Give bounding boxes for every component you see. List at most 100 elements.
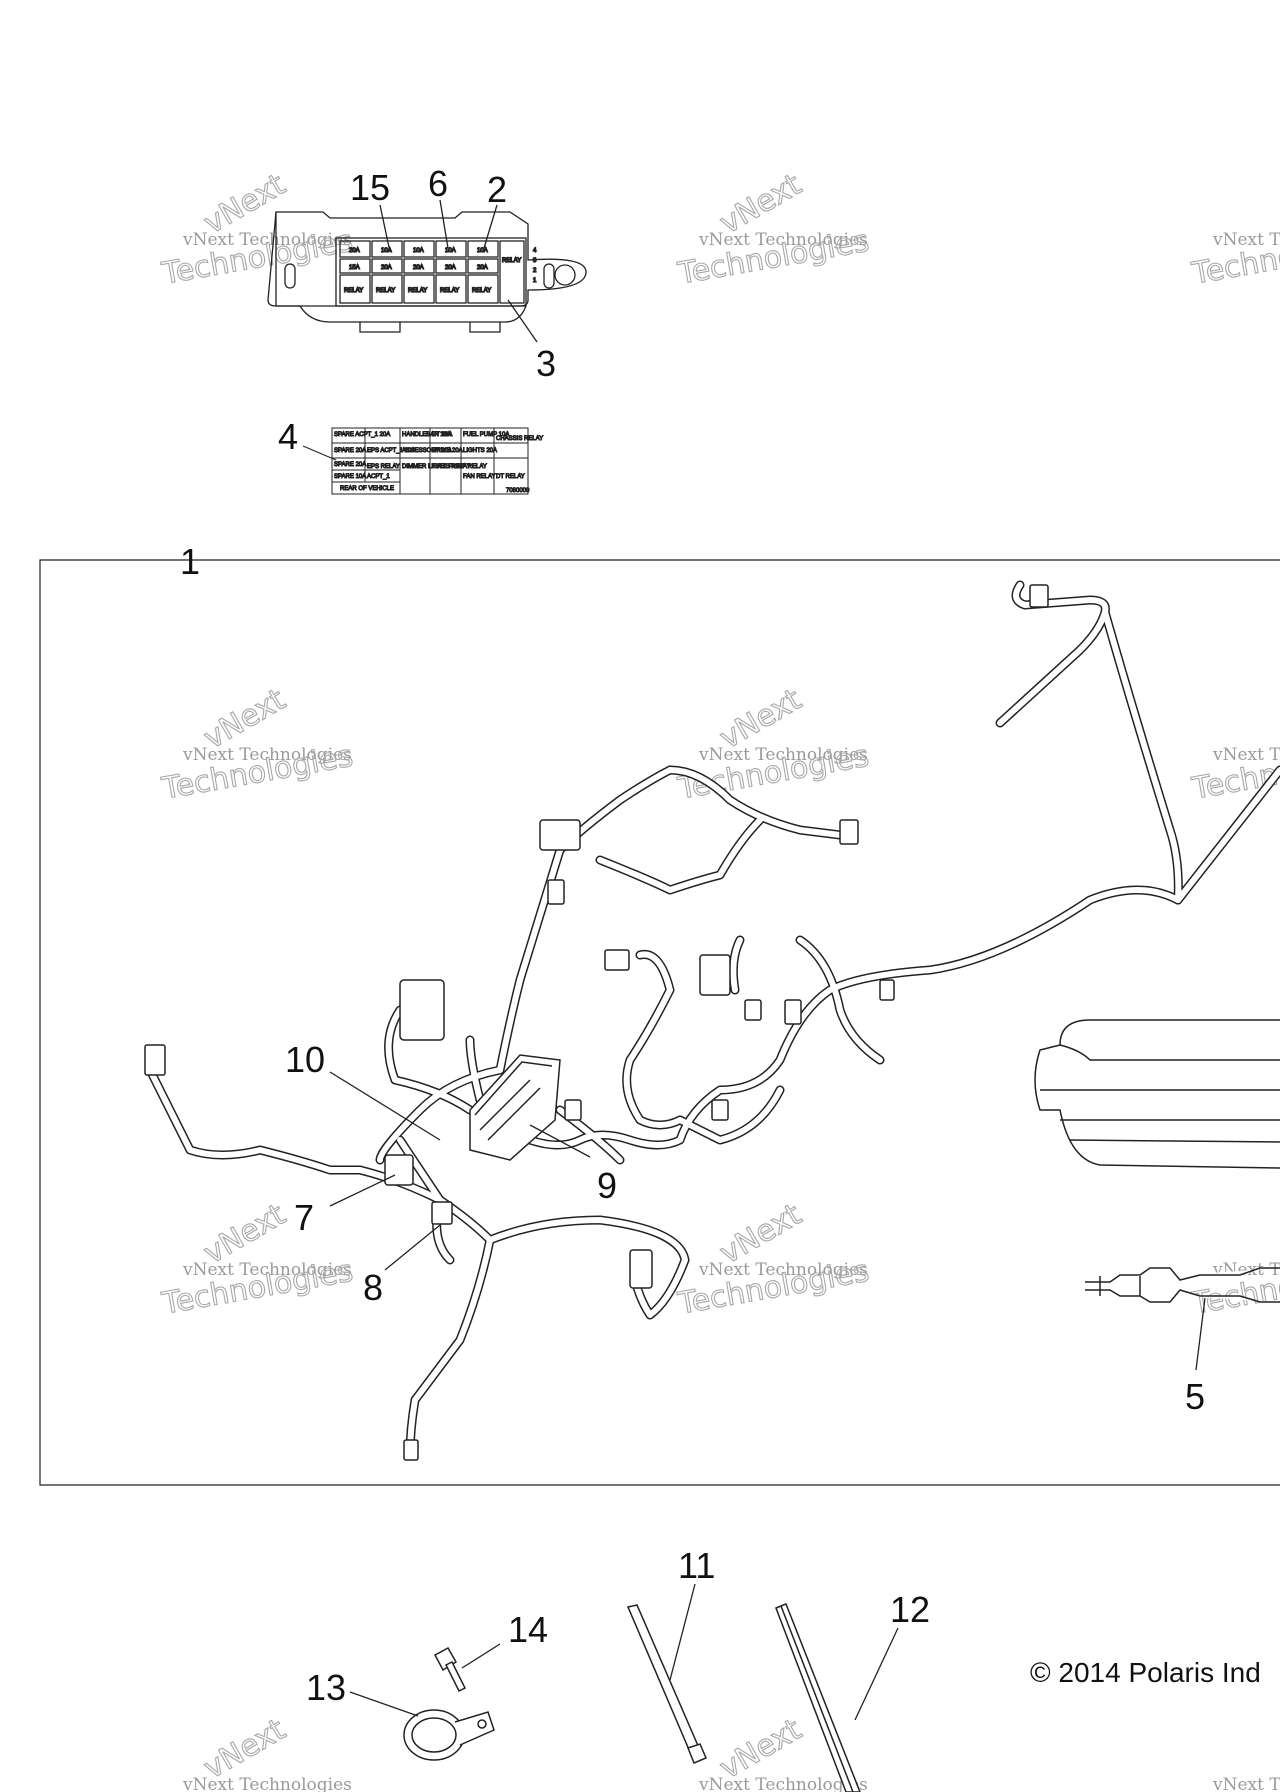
connector [384, 1154, 414, 1186]
screw-14 [433, 1646, 467, 1693]
relay-row: RELAY RELAY RELAY RELAY RELAY RELAY [339, 240, 525, 304]
fuse-box-bracket [275, 212, 527, 323]
leader-8 [384, 1224, 441, 1271]
fuse-box: 20A 10A 10A 10A 10A 15A 20A 20A 20A 20A … [267, 199, 587, 343]
svg-text:RELAY: RELAY [344, 288, 363, 294]
svg-text:LIGHTS 20A: LIGHTS 20A [463, 448, 497, 454]
svg-text:EPS ACPT_1 20A: EPS ACPT_1 20A [367, 448, 415, 454]
harness-fuse-box [469, 1054, 561, 1161]
leader-4 [302, 445, 337, 461]
svg-text:vNext Technologies: vNext Technologies [698, 1260, 868, 1280]
svg-text:SPARE 10A: SPARE 10A [334, 474, 366, 480]
svg-text:4: 4 [533, 248, 537, 254]
svg-text:vNext Technologies: vNext Technologies [1212, 230, 1280, 250]
copyright-text: © 2014 Polaris Ind [1030, 1657, 1261, 1688]
svg-text:RELAY: RELAY [376, 288, 395, 294]
connector [711, 1099, 729, 1121]
fuse-row-2: 15A 20A 20A 20A 20A [339, 258, 499, 274]
svg-text:vNext Technologies: vNext Technologies [182, 1775, 352, 1792]
svg-text:RELAY: RELAY [408, 288, 427, 294]
svg-text:RELAY: RELAY [472, 288, 491, 294]
connector [1029, 584, 1049, 608]
svg-text:20A: 20A [381, 265, 392, 271]
fuse-box-mount-slot [543, 263, 555, 289]
svg-text:10A: 10A [381, 248, 392, 254]
svg-text:EPS RELAY: EPS RELAY [367, 464, 400, 470]
tie-strap-12 [775, 1603, 861, 1792]
svg-text:RELAY: RELAY [502, 258, 521, 264]
leader-9 [529, 1124, 591, 1158]
svg-text:vNext Technologies: vNext Technologies [182, 230, 352, 250]
connector [431, 1201, 453, 1225]
svg-text:DRIVE 20A: DRIVE 20A [432, 448, 463, 454]
connector [744, 999, 762, 1021]
leader-2 [483, 204, 498, 249]
harness-frame-outline [39, 559, 1280, 1486]
svg-text:SPARE 20A: SPARE 20A [334, 462, 366, 468]
svg-text:10A: 10A [445, 248, 456, 254]
leader-11 [669, 1583, 696, 1681]
svg-text:vNext Technologies: vNext Technologies [698, 230, 868, 250]
svg-text:vNext Technologies: vNext Technologies [1212, 745, 1280, 765]
connector [399, 979, 445, 1041]
svg-text:3: 3 [533, 258, 537, 264]
callout-9: 9 [597, 1165, 617, 1206]
leader-13 [349, 1691, 419, 1717]
callout-5: 5 [1185, 1376, 1205, 1417]
watermark: vNext Technologies vNext [698, 1711, 868, 1792]
svg-text:SPARE 20A: SPARE 20A [334, 448, 366, 454]
fuse-box-tabs [359, 322, 501, 333]
connector [539, 819, 581, 851]
connector [629, 1249, 653, 1289]
leader-6 [439, 199, 449, 249]
inline-fuse [1085, 1267, 1280, 1303]
connector [879, 979, 895, 1001]
callouts: 15 6 2 3 4 1 10 9 7 8 5 11 12 13 14 [180, 163, 1205, 1708]
leader-10 [329, 1071, 441, 1141]
svg-text:vNext Technologies: vNext Technologies [182, 1260, 352, 1280]
leader-lines [329, 1071, 1206, 1721]
fuse-decal: SPARE ACPT_1 20A HANDLEBAR 10A DT 10A FU… [302, 427, 544, 495]
harness-frame [39, 559, 1280, 1486]
connector [547, 879, 565, 905]
battery [1034, 1019, 1280, 1169]
svg-text:DT 10A: DT 10A [432, 432, 452, 438]
svg-text:10A: 10A [477, 248, 488, 254]
leader-15 [379, 204, 391, 253]
fuse-box-mount-slot [284, 263, 296, 289]
svg-text:HANDLEBAR 10A: HANDLEBAR 10A [402, 432, 451, 438]
svg-text:20A: 20A [413, 265, 424, 271]
svg-text:REAR OF VEHICLE: REAR OF VEHICLE [340, 486, 394, 492]
svg-text:FAN RELAY: FAN RELAY [463, 474, 496, 480]
callout-11: 11 [678, 1545, 715, 1586]
svg-text:RELAY: RELAY [440, 288, 459, 294]
svg-text:vNext Technologies: vNext Technologies [698, 1775, 868, 1792]
svg-text:20A: 20A [477, 265, 488, 271]
clamp-13 [403, 1709, 495, 1761]
fuse-box-grid [335, 237, 527, 307]
svg-text:CHASSIS RELAY: CHASSIS RELAY [496, 436, 543, 442]
svg-text:7080000: 7080000 [506, 488, 530, 494]
callout-6: 6 [428, 163, 448, 204]
svg-text:FUEL PUMP RELAY: FUEL PUMP RELAY [432, 464, 487, 470]
svg-text:vNext Technologies: vNext Technologies [182, 745, 352, 765]
connector [604, 949, 630, 971]
svg-text:vNext Technologies: vNext Technologies [698, 745, 868, 765]
svg-text:ACPT_1: ACPT_1 [367, 474, 390, 480]
callout-13: 13 [306, 1667, 346, 1708]
callout-2: 2 [487, 169, 507, 210]
svg-text:DIMMER LIGHTS RELAY: DIMMER LIGHTS RELAY [402, 464, 471, 470]
tie-strap-11 [626, 1604, 707, 1764]
callout-1: 1 [180, 541, 200, 582]
callout-7: 7 [294, 1197, 314, 1238]
callout-3: 3 [536, 343, 556, 384]
callout-10: 10 [285, 1039, 325, 1080]
leader-5 [1195, 1297, 1206, 1371]
connector [699, 954, 731, 996]
callout-4: 4 [278, 416, 298, 457]
callout-8: 8 [363, 1267, 383, 1308]
leader-3 [507, 299, 538, 343]
fuse-box-housing [267, 211, 587, 307]
svg-text:ACCESSORY 20A: ACCESSORY 20A [402, 448, 452, 454]
fuse-box-side-labels: 4 3 2 1 [532, 247, 537, 284]
